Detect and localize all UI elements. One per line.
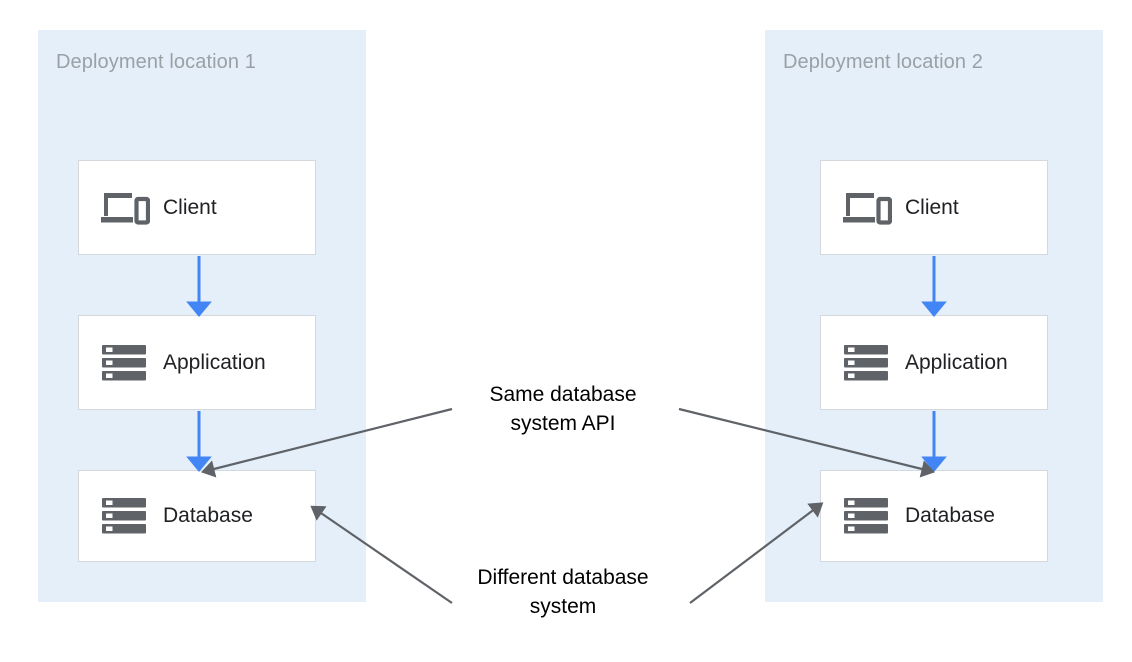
annotation-different-database-system: Different database system <box>477 566 649 618</box>
devices-icon <box>839 185 895 231</box>
server-icon <box>97 340 153 386</box>
node-label: Database <box>905 504 995 527</box>
deployment-location-2-title: Deployment location 2 <box>783 51 983 73</box>
node-label: Application <box>163 350 266 374</box>
server-icon <box>839 340 895 386</box>
node-application-location-1[interactable]: Application <box>78 315 316 410</box>
devices-icon <box>97 185 153 231</box>
node-label: Application <box>905 350 1008 374</box>
node-client-location-1[interactable]: Client <box>78 160 316 255</box>
server-icon <box>839 493 895 539</box>
node-application-location-2[interactable]: Application <box>820 315 1048 410</box>
node-database-location-2[interactable]: Database <box>820 470 1048 562</box>
annotation-same-database-system-api: Same database system API <box>489 383 637 435</box>
node-label: Client <box>905 195 959 219</box>
deployment-location-1-title: Deployment location 1 <box>56 51 256 73</box>
node-label: Database <box>163 504 253 527</box>
node-label: Client <box>163 195 217 219</box>
node-client-location-2[interactable]: Client <box>820 160 1048 255</box>
node-database-location-1[interactable]: Database <box>78 470 316 562</box>
server-icon <box>97 493 153 539</box>
